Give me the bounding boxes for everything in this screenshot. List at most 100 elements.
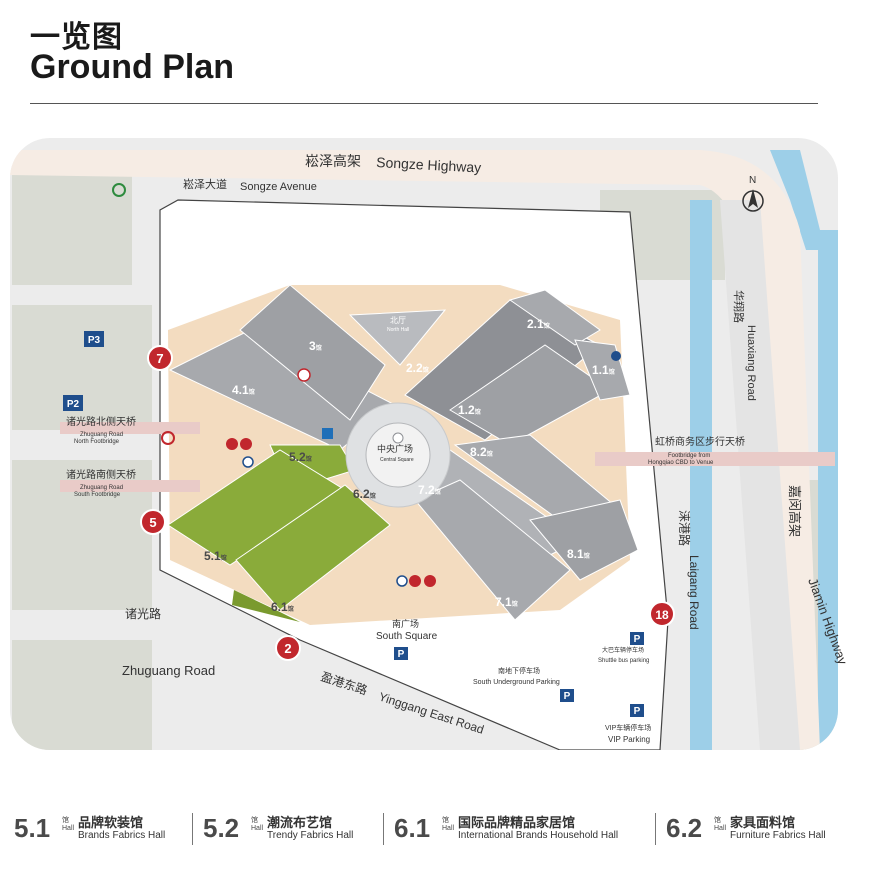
page-title-en: Ground Plan — [30, 48, 234, 86]
songze-avenue-en: Songze Avenue — [240, 181, 317, 193]
hall-label-8.1: 8.1馆 — [567, 547, 590, 561]
hall-8.1 — [529, 499, 639, 581]
laigang-road-en: Laigang Road — [687, 555, 701, 630]
underground-parking-zh: 南地下停车场 — [498, 666, 540, 675]
gate-7[interactable]: 7 — [147, 345, 173, 371]
svg-text:P2: P2 — [67, 399, 80, 410]
gate-5[interactable]: 5 — [140, 509, 166, 535]
vip-parking-zh: VIP车辆停车场 — [605, 723, 651, 732]
north-footbridge — [60, 422, 200, 434]
songze-highway-zh: 崧泽高架 — [305, 153, 361, 169]
central-square — [365, 422, 431, 488]
page-title-zh: 一览图 — [30, 21, 123, 54]
central-square-en: Central Square — [380, 457, 414, 463]
svg-text:P: P — [634, 634, 641, 645]
legend-divider — [383, 813, 384, 845]
hall-label-4.1: 4.1馆 — [232, 383, 255, 397]
green-block-p-area — [12, 305, 152, 430]
parking-icon-vip: P — [630, 704, 644, 717]
parking-icon-shuttle: P — [630, 632, 644, 645]
metro-icon-west — [161, 431, 175, 445]
hall-label-2.1: 2.1馆 — [527, 317, 550, 331]
exit-icon-west — [240, 438, 252, 450]
parking-icon-p3: P3 — [84, 331, 104, 347]
ground-plan-map: 崧泽高架 Songze Highway 崧泽大道 Songze Avenue 华… — [10, 138, 851, 750]
title-divider — [30, 103, 818, 104]
south-square-en: South Square — [376, 631, 438, 642]
laigang-road-zh: 涞港路 — [677, 510, 692, 546]
info-icon-south — [409, 575, 421, 587]
center-icon — [392, 432, 404, 444]
zhuguang-road-zh: 诸光路 — [125, 606, 161, 621]
accessibility-icon-east — [611, 351, 621, 361]
parking-icon-south-square: P — [394, 647, 408, 660]
hall-label-3: 3馆 — [309, 339, 322, 353]
huaxiang-road-zh: 华翔路 — [732, 290, 746, 323]
hall-label-5.2: 5.2馆 — [289, 450, 312, 464]
south-footbridge-en1: Zhuguang Road — [80, 485, 123, 491]
hall-label-5.1: 5.1馆 — [204, 549, 227, 563]
north-hall-en: North Hall — [387, 327, 409, 333]
hall-label-2.2: 2.2馆 — [406, 361, 429, 375]
songze-avenue-zh: 崧泽大道 — [183, 177, 227, 191]
river-north — [770, 150, 838, 250]
south-footbridge-en2: South Footbridge — [74, 492, 121, 498]
south-footbridge-zh: 诸光路南侧天桥 — [66, 468, 136, 481]
river-west — [690, 200, 712, 750]
svg-text:2: 2 — [284, 641, 291, 656]
gate-2[interactable]: 2 — [275, 635, 301, 661]
shuttle-parking-en: Shuttle bus parking — [598, 658, 649, 664]
hongqiao-footbridge-en2: Hongqiao CBD to Venue — [648, 460, 714, 466]
hongqiao-footbridge — [595, 452, 835, 466]
svg-text:N: N — [749, 175, 756, 186]
hall-label-6.1: 6.1馆 — [271, 600, 294, 614]
jiamin-highway-zh: 嘉闵高架 — [787, 485, 802, 537]
svg-text:18: 18 — [655, 608, 669, 622]
hall-label-8.2: 8.2馆 — [470, 445, 493, 459]
parking-icon-p2: P2 — [63, 395, 83, 411]
restroom-icon-south — [396, 575, 408, 587]
hall-3 — [239, 284, 386, 421]
north-hall-zh: 北厅 — [390, 316, 406, 325]
info-icon-west — [226, 438, 238, 450]
north-footbridge-en2: North Footbridge — [74, 439, 120, 445]
north-footbridge-en1: Zhuguang Road — [80, 432, 123, 438]
exit-icon-south — [424, 575, 436, 587]
hall-2.1 — [508, 289, 601, 346]
hongqiao-footbridge-en1: Footbridge from — [668, 453, 710, 459]
north-footbridge-zh: 诸光路北侧天桥 — [66, 415, 136, 428]
svg-text:P: P — [564, 691, 571, 702]
legend-divider — [192, 813, 193, 845]
accessibility-icon — [322, 428, 333, 439]
north-hall — [348, 309, 447, 366]
svg-text:7: 7 — [156, 351, 163, 366]
legend-divider — [655, 813, 656, 845]
service-icon-hall3 — [297, 368, 311, 382]
hongqiao-footbridge-zh: 虹桥商务区步行天桥 — [655, 435, 745, 448]
vip-parking-en: VIP Parking — [608, 735, 650, 744]
gate-18[interactable]: 18 — [649, 601, 675, 627]
parking-icon-underground: P — [560, 689, 574, 702]
songze-highway-en: Songze Highway — [376, 154, 482, 175]
river-east — [818, 250, 838, 750]
svg-text:5: 5 — [149, 515, 156, 530]
green-block-sw — [12, 640, 152, 750]
zhuguang-road-en: Zhuguang Road — [122, 663, 215, 678]
jiamin-highway — [720, 200, 800, 750]
hall-label-7.2: 7.2馆 — [418, 483, 441, 497]
svg-text:P: P — [398, 649, 405, 660]
south-square-zh: 南广场 — [392, 618, 419, 629]
compass-icon: N — [742, 175, 764, 212]
hall-label-1.1: 1.1馆 — [592, 363, 615, 377]
hall-label-7.1: 7.1馆 — [495, 595, 518, 609]
hall-6.1 — [232, 590, 300, 622]
hall-6.2 — [235, 484, 391, 611]
central-square-zh: 中央广场 — [377, 443, 413, 454]
south-footbridge — [60, 480, 200, 492]
shuttle-parking-zh: 大巴车辆停车场 — [602, 646, 644, 654]
metro-icon-north — [112, 183, 126, 197]
